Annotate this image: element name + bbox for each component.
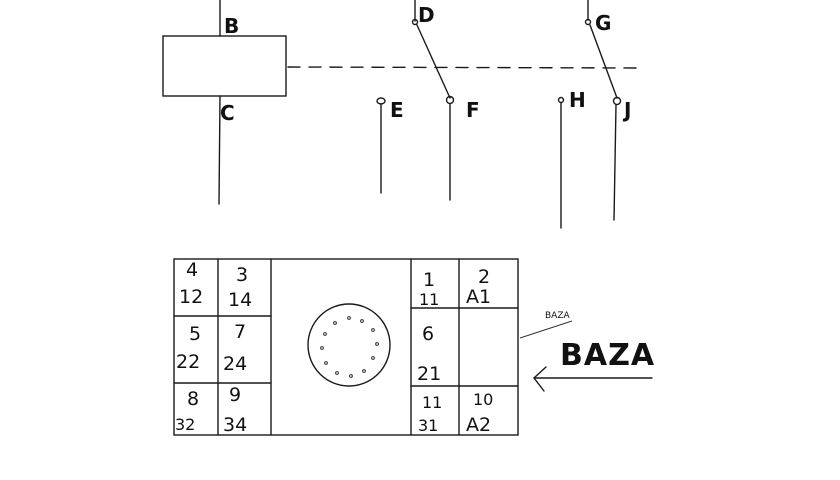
terminal-32-label: 32: [175, 415, 195, 434]
terminal-14-label: 14: [228, 289, 252, 311]
terminal-10-label: 10: [473, 390, 493, 409]
terminal-5-label: 5: [189, 323, 201, 345]
terminal-a1-label: A1: [466, 286, 491, 308]
base-outline: [173, 258, 519, 436]
contact2-open-label: H: [569, 88, 586, 112]
terminal-4-label: 4: [186, 259, 198, 281]
contact1-close-label: F: [466, 98, 480, 122]
contact1-top-label: D: [418, 3, 435, 27]
big-baza-label: BAZA: [560, 338, 655, 373]
terminal-8-label: 8: [187, 388, 199, 410]
socket-pin-mark: [360, 319, 364, 323]
terminal-12-label: 12: [179, 286, 203, 308]
socket-pin-mark: [347, 316, 351, 320]
terminal-24-label: 24: [223, 353, 247, 375]
socket-pin-mark: [362, 369, 366, 373]
contact1-common-terminal: [411, 18, 419, 26]
terminal-7-label: 7: [234, 321, 246, 343]
socket-pin-mark: [335, 371, 339, 375]
terminal-3-label: 3: [236, 264, 248, 286]
socket-pin-mark: [371, 356, 375, 360]
relay-base: 4 12 3 14 5 22 7 24 8 32 9 34 1 11 2 A1 …: [173, 258, 519, 436]
socket-pin-mark: [349, 374, 353, 378]
terminal-31-label: 31: [418, 416, 438, 435]
contact2-close-label: J: [622, 98, 631, 122]
terminal-9-label: 9: [229, 384, 241, 406]
contact2-close-wire: [613, 104, 617, 221]
terminal-a2-label: A2: [466, 414, 491, 436]
coil-top-label: B: [224, 14, 239, 38]
coil-bottom-label: C: [220, 101, 235, 125]
terminal-34-label: 34: [223, 414, 247, 436]
socket-pin-mark: [371, 328, 375, 332]
terminal-2-label: 2: [478, 266, 490, 288]
small-baza-label: BAZA: [545, 311, 570, 321]
base-annotation: BAZA BAZA: [519, 311, 655, 392]
contact1-switch-blade: [416, 24, 451, 99]
socket-pin-mark: [324, 361, 328, 365]
coil-wire-bottom: [218, 95, 221, 205]
terminal-22-label: 22: [176, 351, 200, 373]
terminal-1-label: 1: [423, 269, 435, 291]
contact2-switch-blade: [589, 24, 618, 99]
terminal-11b-label: 11: [422, 393, 442, 412]
socket-pin-mark: [375, 342, 379, 346]
terminal-11-label: 11: [419, 290, 439, 309]
socket-circle: [307, 303, 391, 387]
socket-pin-mark: [320, 346, 324, 350]
contact2-common-terminal: [584, 18, 592, 26]
terminal-6-label: 6: [422, 323, 434, 345]
relay-schematic: B C D E F G H J: [162, 0, 638, 229]
contact1-open-label: E: [390, 98, 404, 122]
socket-pin-marks: [320, 316, 379, 378]
terminal-21-label: 21: [417, 363, 441, 385]
small-label-leader-line: [519, 320, 573, 339]
relay-coil: [162, 35, 287, 97]
contact1-open-terminal: [376, 97, 386, 105]
contact2-close-terminal: [612, 96, 622, 106]
arrow-head: [533, 366, 547, 392]
contact2-top-label: G: [595, 11, 611, 35]
socket-pin-mark: [333, 321, 337, 325]
contact2-open-terminal: [557, 96, 565, 104]
mechanical-link-dashed: [287, 66, 638, 69]
socket-pin-mark: [323, 332, 327, 336]
